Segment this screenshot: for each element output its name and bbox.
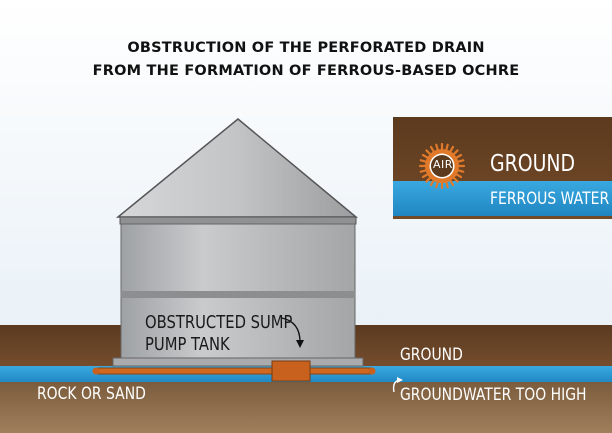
legend-ferrous-water-label: FERROUS WATER [490, 189, 610, 209]
sump-pump-tank [112, 118, 364, 367]
air-ochre-badge [418, 142, 466, 190]
sump-pointer-arrowhead [296, 340, 304, 348]
legend-ground-label: GROUND [490, 151, 576, 177]
diagram-title-line-1: OBSTRUCTION OF THE PERFORATED DRAIN [127, 40, 485, 56]
diagram-title-line-2: FROM THE FORMATION OF FERROUS-BASED OCHR… [92, 63, 520, 79]
rock-sand-layer [0, 382, 612, 433]
sump-label-line-1: OBSTRUCTED SUMP [145, 312, 293, 333]
ochre-clog [271, 360, 311, 382]
sump-pointer-arrow [281, 317, 301, 343]
groundwater-label: GROUNDWATER TOO HIGH [400, 385, 587, 405]
ground-label: GROUND [400, 345, 463, 365]
legend-air-label: AIR [433, 158, 453, 171]
perforated-drain-pipe [92, 360, 376, 382]
sump-label-line-2: PUMP TANK [145, 334, 230, 355]
rock-sand-label: ROCK OR SAND [37, 384, 146, 404]
